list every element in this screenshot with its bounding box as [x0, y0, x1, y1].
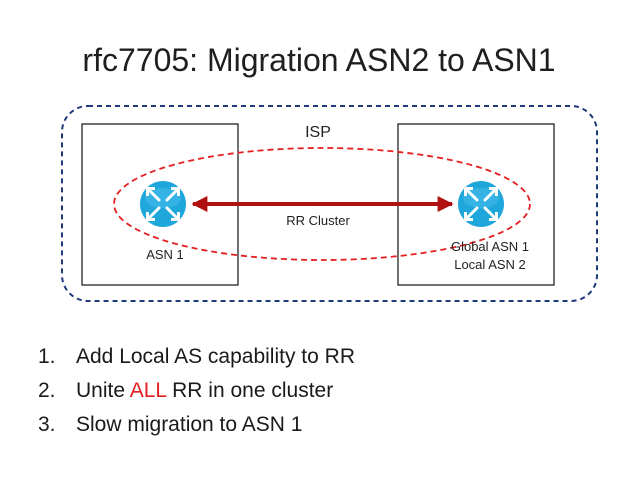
step-number: 3.: [38, 413, 56, 436]
isp-label: ISP: [305, 124, 331, 141]
migration-steps: 1. Add Local AS capability to RR 2. Unite …: [38, 340, 355, 442]
router-icon: [456, 179, 506, 229]
step-text: Slow migration to ASN 1: [76, 413, 303, 436]
local-asn-label: Local ASN 2: [454, 257, 526, 272]
step-number: 2.: [38, 379, 56, 402]
list-item: 3. Slow migration to ASN 1: [38, 408, 355, 442]
step-text: Add Local AS capability to RR: [76, 345, 355, 368]
slide-title: rfc7705: Migration ASN2 to ASN1: [82, 42, 556, 78]
rr-cluster-ellipse: [113, 147, 531, 261]
step-text-before: Unite: [76, 379, 130, 402]
rr-cluster-label: RR Cluster: [286, 213, 350, 228]
router-icon: [138, 179, 188, 229]
asn2-label: Global ASN 1 Local ASN 2: [420, 238, 560, 274]
step-text-after: RR in one cluster: [166, 379, 334, 402]
isp-boundary: [61, 105, 598, 302]
list-item: 2. Unite ALL RR in one cluster: [38, 374, 355, 408]
list-item: 1. Add Local AS capability to RR: [38, 340, 355, 374]
step-number: 1.: [38, 345, 56, 368]
step-highlight: ALL: [129, 379, 167, 402]
global-asn-label: Global ASN 1: [450, 239, 530, 254]
asn1-label: ASN 1: [146, 247, 184, 262]
